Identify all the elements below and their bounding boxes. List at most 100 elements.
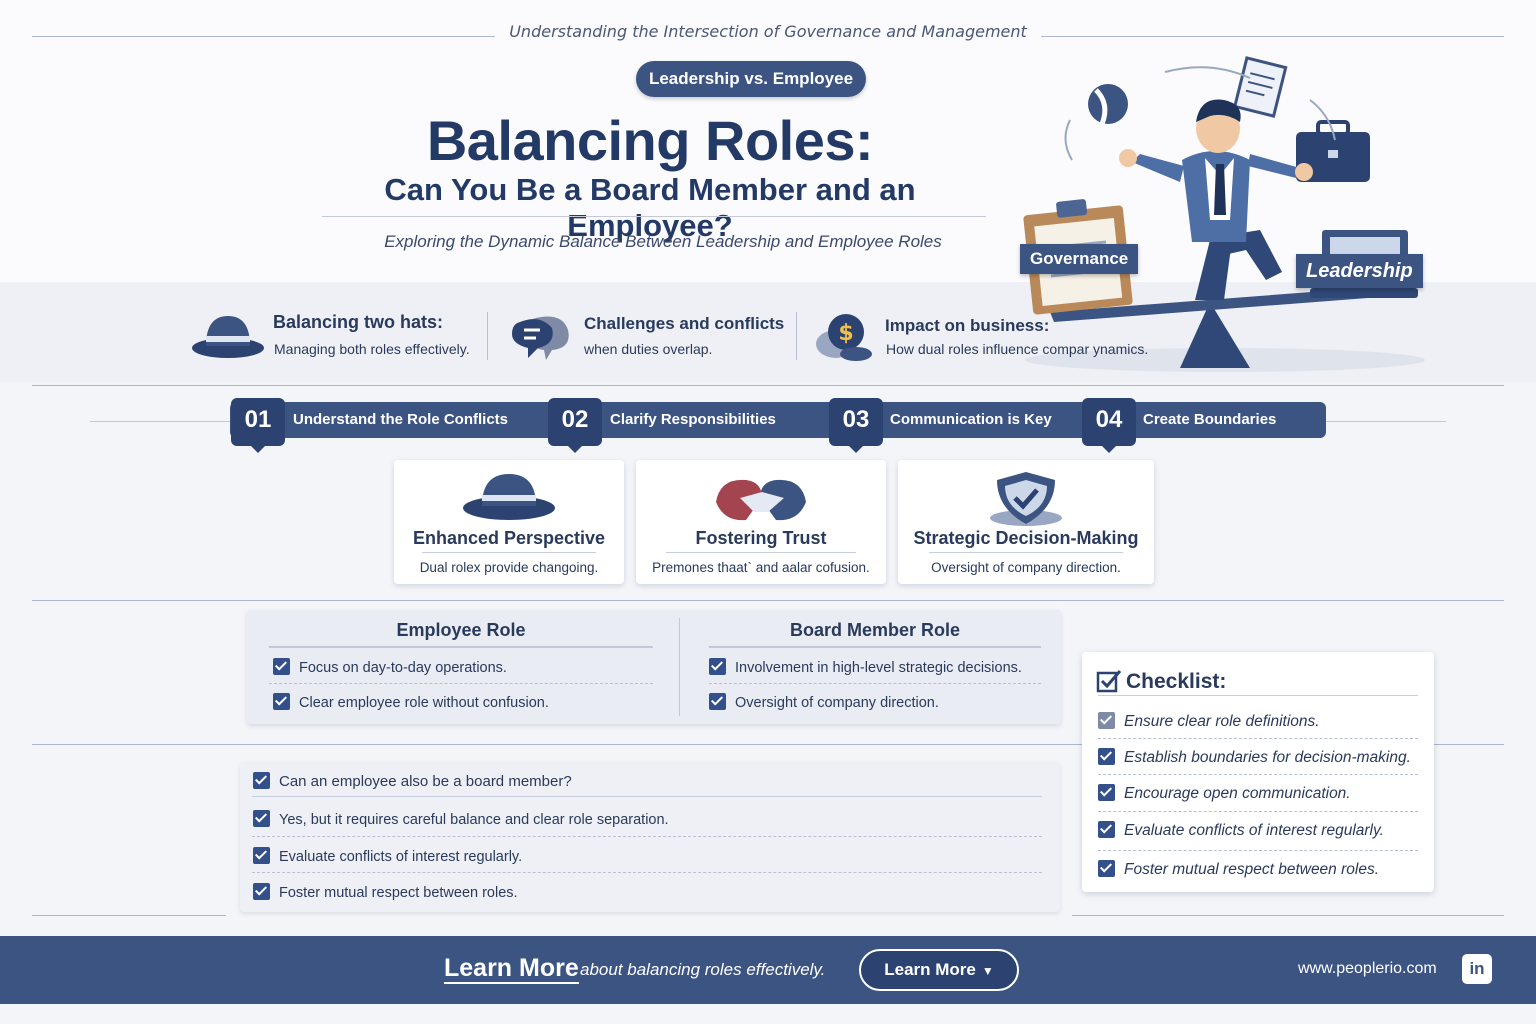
feature-challenges-and-conflicts: Challenges and conflicts when duties ove… (510, 308, 784, 368)
tagline: Exploring the Dynamic Balance Between Le… (384, 232, 942, 251)
checklist-item: Ensure clear role definitions. (1098, 712, 1320, 731)
card-divider (421, 552, 597, 553)
feature-text: Managing both roles effectively. (274, 341, 470, 357)
feature-text: when duties overlap. (584, 341, 713, 357)
seesaw-fulcrum-icon (1180, 302, 1250, 368)
faq-item: Foster mutual respect between roles. (253, 883, 518, 901)
step-create-boundaries[interactable]: Create Boundaries (1143, 411, 1277, 428)
card-text: Premones thaat` and aalar cofusion. (652, 560, 870, 575)
svg-text:$: $ (838, 321, 853, 346)
checkbox-checked-icon (253, 810, 270, 827)
row-divider (1098, 850, 1418, 851)
caret-down-icon: ▼ (981, 964, 994, 978)
document-icon (1232, 56, 1288, 118)
businessman-figure-icon (1119, 99, 1313, 300)
checkbox-checked-icon (253, 847, 270, 864)
learn-more-button[interactable]: Learn More ▼ (859, 949, 1019, 991)
step-number: 02 (548, 398, 602, 453)
checkbox-checked-icon (1098, 860, 1115, 877)
roles-comparison: Employee Role Focus on day-to-day operat… (247, 610, 1061, 724)
row-divider (1098, 811, 1418, 812)
row-divider (252, 796, 1042, 797)
board-member-role-item: Oversight of company direction. (709, 693, 939, 711)
checkbox-checked-icon (273, 693, 290, 710)
checklist-item: Evaluate conflicts of interest regularly… (1098, 821, 1384, 840)
faq-item: Evaluate conflicts of interest regularly… (253, 847, 522, 865)
handshake-icon (716, 479, 806, 521)
checkbox-checked-icon (1098, 712, 1115, 729)
row-divider (709, 683, 1041, 684)
feature-balancing-two-hats: Balancing two hats: Managing both roles … (190, 308, 480, 368)
board-member-role-title: Board Member Role (789, 620, 961, 640)
employee-role-item: Clear employee role without confusion. (273, 693, 549, 711)
employee-role-item: Focus on day-to-day operations. (273, 658, 507, 676)
faq-answer: Yes, but it requires careful balance and… (253, 810, 669, 828)
divider (32, 600, 1504, 601)
footer-bar: Learn More about balancing roles effecti… (0, 936, 1536, 1004)
step-communication-is-key[interactable]: Communication is Key (890, 411, 1052, 428)
leadership-label: Leadership (1296, 254, 1423, 288)
step-number: 04 (1082, 398, 1136, 453)
checkbox-checked-icon (1098, 821, 1115, 838)
board-member-role-column: Board Member Role Involvement in high-le… (709, 610, 1041, 724)
coins-icon: $ (816, 314, 872, 361)
hat-icon (463, 474, 555, 520)
page-title: Balancing Roles: (426, 109, 874, 172)
feature-title: Impact on business: (885, 316, 1050, 335)
learn-more-link[interactable]: Learn More (444, 954, 579, 984)
divider (32, 915, 226, 916)
card-enhanced-perspective: Enhanced Perspective Dual rolex provide … (394, 460, 624, 584)
role-rule (269, 646, 653, 648)
learn-more-button-label: Learn More (884, 960, 976, 979)
checklist-item: Encourage open communication. (1098, 784, 1351, 803)
employee-role-column: Employee Role Focus on day-to-day operat… (269, 610, 653, 724)
title-underline (322, 216, 986, 217)
governance-label: Governance (1020, 244, 1139, 274)
card-divider (928, 552, 1124, 553)
checkbox-checked-icon (709, 658, 726, 675)
linkedin-icon[interactable]: in (1462, 954, 1492, 984)
checkbox-checked-icon (1098, 748, 1115, 765)
feature-separator (487, 312, 488, 360)
page-subtitle: Can You Be a Board Member and an Employe… (384, 172, 916, 243)
top-caption: Understanding the Intersection of Govern… (0, 22, 1536, 42)
board-member-role-item: Involvement in high-level strategic deci… (709, 658, 1022, 676)
card-title: Enhanced Perspective (412, 528, 606, 548)
feature-text: How dual roles influence compar ynamics. (886, 341, 1149, 357)
checkbox-checked-icon (273, 658, 290, 675)
feature-title: Balancing two hats: (273, 312, 444, 332)
feature-separator (796, 312, 797, 360)
checklist-icon (1096, 670, 1122, 693)
checkbox-checked-icon (253, 883, 270, 900)
divider (1072, 915, 1504, 916)
steps-track (230, 402, 1326, 438)
step-understand-role-conflicts[interactable]: Understand the Role Conflicts (293, 411, 509, 428)
row-divider (269, 683, 653, 684)
checkbox-checked-icon (709, 693, 726, 710)
step-number: 03 (829, 398, 883, 453)
faq-box: Can an employee also be a board member? … (240, 762, 1060, 912)
website-url[interactable]: www.peoplerio.com (1298, 960, 1437, 977)
step-number: 01 (231, 398, 285, 453)
row-divider (1098, 774, 1418, 775)
feature-title: Challenges and conflicts (584, 314, 785, 333)
faq-question: Can an employee also be a board member? (253, 772, 572, 790)
card-text: Dual rolex provide changoing. (419, 560, 599, 575)
ball-icon (1088, 84, 1128, 124)
checkbox-checked-icon (253, 772, 270, 789)
shield-check-icon (990, 472, 1062, 526)
card-divider (666, 552, 856, 553)
feature-impact-on-business: $ Impact on business: How dual roles inf… (812, 308, 1148, 368)
roles-separator (679, 618, 680, 716)
card-text: Oversight of company direction. (931, 560, 1121, 575)
checkbox-checked-icon (1098, 784, 1115, 801)
hat-icon (192, 316, 264, 358)
divider (32, 385, 1504, 386)
card-title: Fostering Trust (695, 528, 827, 548)
learn-more-text: about balancing roles effectively. (580, 960, 826, 979)
step-clarify-responsibilities[interactable]: Clarify Responsibilities (610, 411, 776, 428)
chat-bubbles-icon (512, 316, 569, 360)
leadership-vs-employee-pill: Leadership vs. Employee (636, 61, 866, 97)
role-rule (709, 646, 1041, 648)
checklist-rule (1098, 695, 1418, 696)
